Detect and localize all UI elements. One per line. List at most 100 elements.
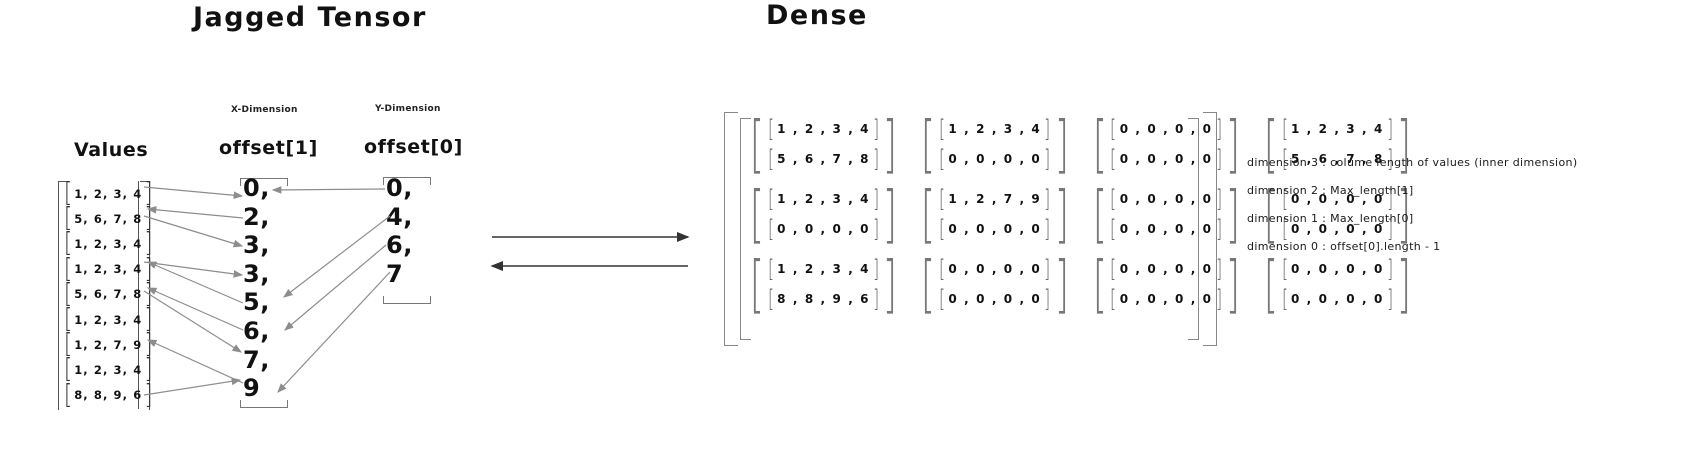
dense-block: [ [ 0 , 0 , 0 , 0 ] [ 0 , 0 , 0 , 0 ] ] (1091, 107, 1242, 181)
dense-cell-text: 0 , 0 , 0 , 0 (1290, 222, 1384, 236)
right-bracket-icon: ] (1215, 284, 1222, 313)
offset0-item: 6, (386, 231, 413, 260)
block-right-bracket-icon: ] (1054, 177, 1069, 251)
left-bracket-icon: [ (64, 177, 73, 208)
block-left-bracket-icon: [ (749, 177, 765, 251)
dense-inner-row: [ 0 , 0 , 0 , 0 ] (1109, 184, 1222, 214)
offset0-item: 4, (386, 202, 413, 231)
right-bracket-icon: ] (1215, 184, 1222, 213)
right-bracket-icon: ] (1386, 214, 1394, 243)
offset0-column-label: offset[0] (364, 136, 463, 158)
block-right-bracket-icon: ] (1225, 107, 1241, 181)
left-bracket-icon: [ (1110, 284, 1117, 313)
left-bracket-icon: [ (939, 254, 946, 283)
left-bracket-icon: [ (767, 214, 775, 243)
left-bracket-icon: [ (64, 303, 73, 334)
dense-cell-text: 8 , 8 , 9 , 6 (777, 292, 871, 306)
left-bracket-icon: [ (939, 144, 946, 173)
offset1-item: 9 (243, 374, 261, 403)
left-bracket-icon: [ (939, 184, 946, 213)
block-left-bracket-icon: [ (749, 107, 765, 181)
left-bracket-icon: [ (1110, 254, 1117, 283)
left-bracket-icon: [ (1281, 284, 1288, 313)
dense-cell-text: 0 , 0 , 0 , 0 (948, 262, 1042, 276)
left-bracket-icon: [ (767, 254, 775, 283)
block-left-bracket-icon: [ (921, 107, 936, 181)
left-bracket-icon: [ (939, 114, 946, 143)
left-bracket-icon: [ (64, 354, 73, 385)
dense-cell-text: 0 , 0 , 0 , 0 (948, 222, 1042, 236)
block-right-bracket-icon: ] (1054, 107, 1069, 181)
left-bracket-icon: [ (64, 329, 73, 360)
dense-cell-text: 0 , 0 , 0 , 0 (777, 222, 871, 236)
values-row: [ 1, 2, 7, 9 ] (64, 329, 153, 360)
right-bracket-icon: ] (1215, 114, 1222, 143)
values-column-label: Values (74, 139, 149, 161)
right-bracket-icon: ] (873, 144, 880, 173)
left-bracket-icon: [ (939, 214, 946, 243)
block-right-bracket-icon: ] (1396, 247, 1412, 321)
offset0-list: 0, 4, 6, 7 (386, 176, 446, 290)
block-left-bracket-icon: [ (1092, 177, 1107, 251)
x-dimension-sublabel: X-Dimension (231, 105, 298, 115)
right-bracket-icon: ] (873, 284, 880, 313)
page-title-jagged-tensor: Jagged Tensor (193, 2, 427, 33)
dense-inner-row: [ 1 , 2 , 7 , 9 ] (938, 184, 1051, 214)
dense-inner-row: [ 1 , 2 , 3 , 4 ] (767, 254, 880, 284)
left-bracket-icon: [ (1110, 114, 1117, 143)
y-dimension-sublabel: Y-Dimension (375, 104, 441, 114)
dense-inner-row: [ 0 , 0 , 0 , 0 ] (1109, 214, 1222, 244)
left-bracket-icon: [ (767, 184, 775, 213)
dense-outer-bracket-right-1 (1203, 112, 1217, 346)
dense-block: [ [ 0 , 0 , 0 , 0 ] [ 0 , 0 , 0 , 0 ] ] (919, 247, 1070, 321)
right-bracket-icon: ] (1044, 114, 1051, 143)
dense-inner-row: [ 0 , 0 , 0 , 0 ] (1109, 254, 1222, 284)
right-bracket-icon: ] (1044, 284, 1051, 313)
dense-inner-row: [ 0 , 0 , 0 , 0 ] (938, 254, 1051, 284)
offset1-column-label: offset[1] (219, 137, 318, 159)
dense-outer-bracket-right-2 (1188, 118, 1199, 340)
dense-cell-text: 0 , 0 , 0 , 0 (948, 292, 1042, 306)
block-right-bracket-icon: ] (1225, 247, 1241, 321)
dense-inner-row: [ 8 , 8 , 9 , 6 ] (767, 284, 880, 314)
values-row: [ 1, 2, 3, 4 ] (64, 255, 153, 282)
left-bracket-icon: [ (64, 379, 73, 410)
values-row-text: 8, 8, 9, 6 (74, 388, 143, 403)
right-bracket-icon: ] (1215, 254, 1222, 283)
left-bracket-icon: [ (1110, 144, 1117, 173)
dense-cell-text: 1 , 2 , 3 , 4 (777, 122, 871, 136)
dense-inner-row: [ 1 , 2 , 3 , 4 ] (767, 114, 880, 144)
dense-inner-row: [ 0 , 0 , 0 , 0 ] (1109, 284, 1222, 314)
block-left-bracket-icon: [ (1263, 107, 1278, 181)
dense-inner-row: [ 0 , 0 , 0 , 0 ] (1281, 214, 1394, 244)
block-right-bracket-icon: ] (1054, 247, 1069, 321)
values-row-text: 1, 2, 7, 9 (74, 337, 143, 352)
offset1-item: 5, (243, 288, 270, 317)
left-bracket-icon: [ (1281, 214, 1288, 243)
block-right-bracket-icon: ] (1225, 177, 1241, 251)
dense-cell-text: 5 , 6 , 7 , 8 (1290, 152, 1384, 166)
dense-inner-row: [ 0 , 0 , 0 , 0 ] (1109, 114, 1222, 144)
right-bracket-icon: ] (1386, 184, 1394, 213)
dense-cell-text: 1 , 2 , 3 , 4 (777, 262, 871, 276)
dense-inner-row: [ 0 , 0 , 0 , 0 ] (938, 284, 1051, 314)
conversion-arrows (490, 231, 690, 272)
block-left-bracket-icon: [ (1092, 247, 1107, 321)
dense-inner-row: [ 0 , 0 , 0 , 0 ] (1109, 144, 1222, 174)
values-outer-bracket-left (58, 181, 68, 410)
right-bracket-icon: ] (873, 214, 880, 243)
dense-inner-row: [ 0 , 0 , 0 , 0 ] (1281, 184, 1394, 214)
block-left-bracket-icon: [ (749, 247, 765, 321)
offset1-item: 2, (243, 202, 270, 231)
right-bracket-icon: ] (873, 114, 880, 143)
values-row: [ 1, 2, 3, 4 ] (64, 303, 153, 334)
block-right-bracket-icon: ] (1396, 177, 1412, 251)
left-bracket-icon: [ (1281, 254, 1288, 283)
dense-row: [ [ 1 , 2 , 3 , 4 ] [ 0 , 0 , 0 , 0 ] ] … (748, 177, 1433, 251)
dense-block: [ [ 0 , 0 , 0 , 0 ] [ 0 , 0 , 0 , 0 ] ] (1262, 177, 1413, 251)
values-inner-bracket-right (138, 181, 139, 409)
right-bracket-icon: ] (1044, 184, 1051, 213)
right-bracket-icon: ] (1215, 144, 1222, 173)
block-right-bracket-icon: ] (1396, 107, 1412, 181)
dense-block: [ [ 1 , 2 , 3 , 4 ] [ 8 , 8 , 9 , 6 ] ] (748, 247, 899, 321)
